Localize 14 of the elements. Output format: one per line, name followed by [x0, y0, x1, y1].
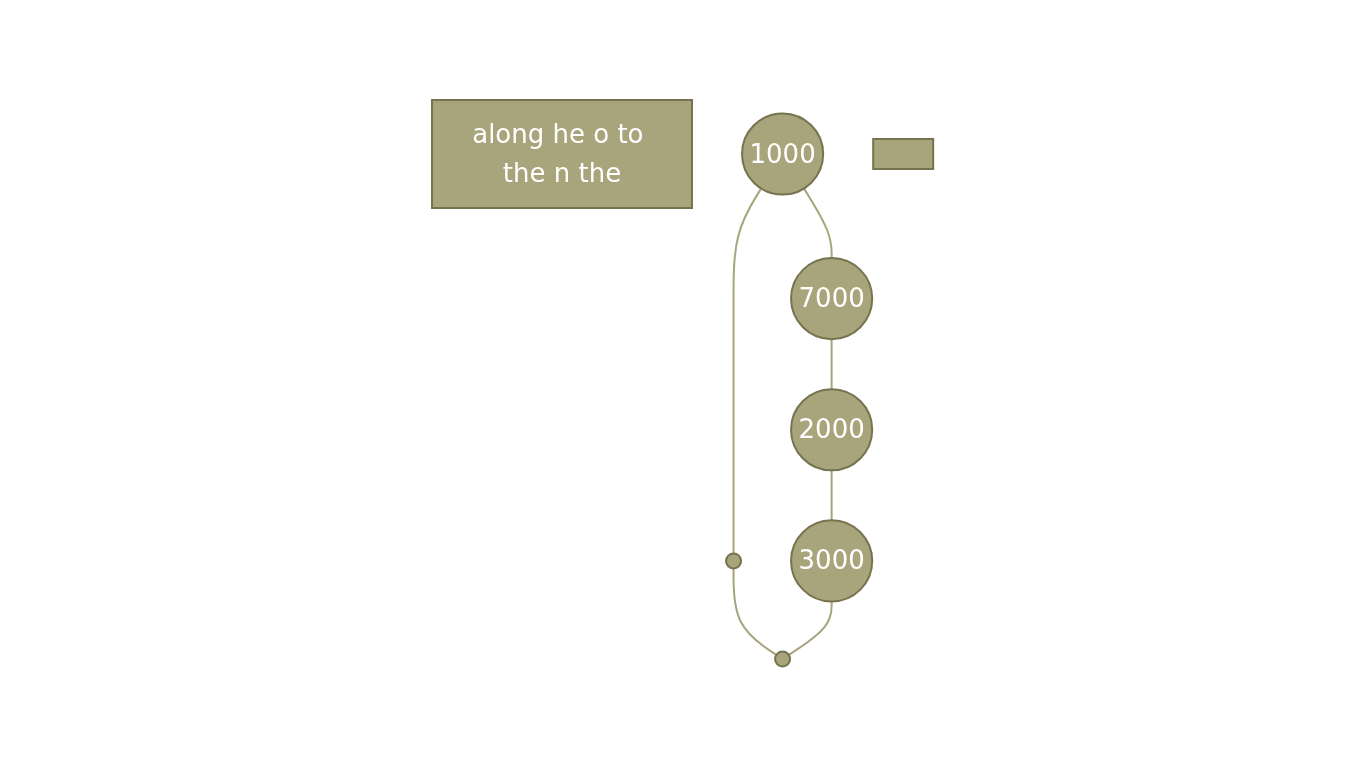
connector — [787, 600, 833, 657]
node-circle: 7000 — [789, 257, 874, 341]
node-circle: 1000 — [740, 112, 825, 196]
node-box — [872, 138, 935, 171]
connector — [732, 187, 763, 555]
node-circle — [724, 552, 742, 570]
node-box: along he o to the n the — [430, 99, 693, 210]
connector — [830, 338, 833, 391]
node-circle — [774, 650, 791, 668]
connector — [732, 567, 778, 657]
node-circle: 2000 — [789, 388, 874, 472]
connector — [830, 469, 833, 522]
connector — [802, 187, 833, 260]
node-circle: 3000 — [789, 519, 874, 603]
